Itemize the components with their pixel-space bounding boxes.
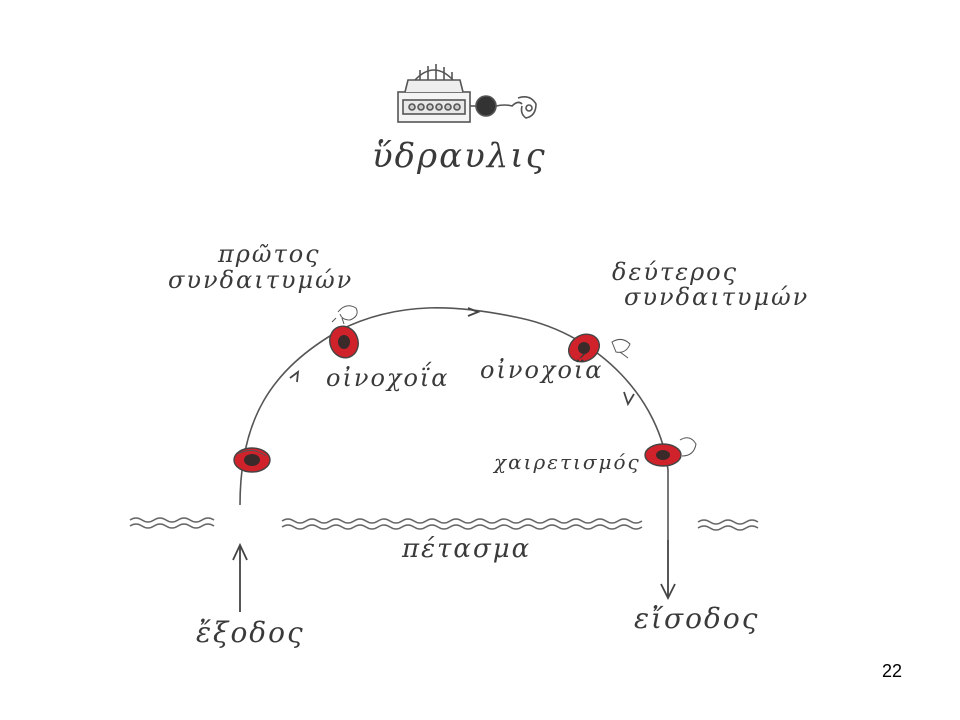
procession-arc <box>239 307 669 540</box>
entrance-label: εἴσοδος <box>634 602 760 635</box>
instrument-label: ὕδραυλις <box>372 136 547 176</box>
second-guest-label-line1: δεύτερος <box>612 258 739 286</box>
greeting-label: χαιρετισμός <box>494 450 641 474</box>
arc-arrowheads <box>289 307 635 407</box>
marker-greeting <box>644 437 697 467</box>
marker-second-guest <box>567 333 631 363</box>
marker-bottom-left <box>233 447 271 473</box>
curtain-lines <box>129 517 759 531</box>
first-guest-label-line1: πρῶτος <box>218 240 321 268</box>
marker-first-guest <box>329 305 359 359</box>
first-guest-label-line2: συνδαιτυμών <box>168 266 354 294</box>
exit-arrow <box>232 542 248 612</box>
exit-label: ἔξοδος <box>196 616 305 649</box>
hydraulis-icon <box>397 64 537 123</box>
oinochoia-right-label: οἰνοχοΐα <box>480 356 604 384</box>
entrance-arrow <box>660 540 676 601</box>
curtain-label: πέτασμα <box>402 534 532 564</box>
oinochoia-left-label: οἰνοχοΐα <box>326 364 450 392</box>
page-number: 22 <box>882 661 903 681</box>
second-guest-label-line2: συνδαιτυμών <box>624 283 810 311</box>
